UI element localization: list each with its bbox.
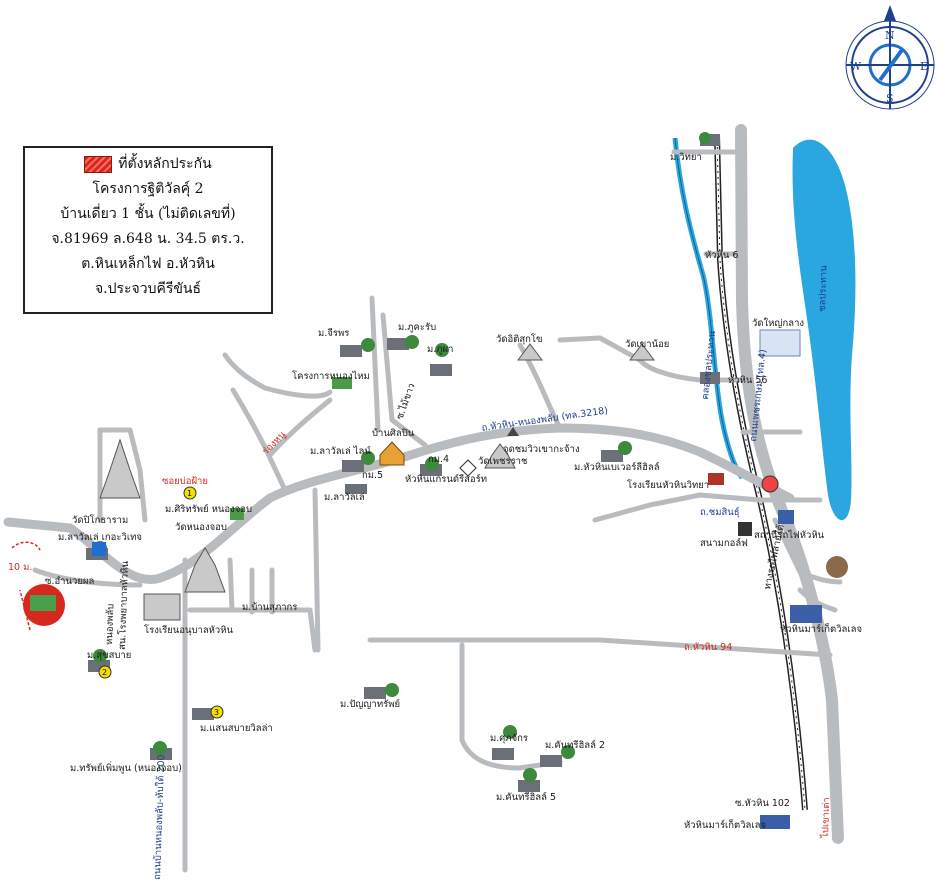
compass-n: N [885, 29, 895, 42]
hua-hin-94-label: ถ.หัวหิน 94 [684, 642, 732, 653]
badge-1: 1 [187, 489, 192, 498]
station-label: สถานีรถไฟหัวหิน [754, 529, 825, 541]
legend-box: ที่ตั้งหลักประกัน โครงการฐิติวัลคุ์ 2 บ้… [23, 146, 273, 314]
target-property-marker [11, 541, 65, 631]
m-mbjaroen-label: ม.ศุภจักร [490, 733, 528, 744]
road-3218 [3, 423, 795, 585]
nong-plap-label: หนองพลับ [104, 604, 116, 646]
hua-hin6-label: หัวหิน 6 [705, 250, 738, 261]
wat-khao-noi-label: วัดเขาน้อย [625, 339, 669, 350]
hua-hin56-label: หัวหิน 56 [728, 375, 767, 386]
compass-e: E [920, 60, 928, 73]
m-siripat-label: ม.ศิริทรัพย์ หนองจอบ [165, 503, 252, 515]
m-lakale-ylai-label: ม.ลาวัลเล่ ไลน์ [310, 445, 371, 457]
ten-m-label: 10 ม. [8, 562, 32, 573]
nong-phai-road-label: ถนนบ้านหนองพลับ-ทับใต้ 200 [151, 754, 167, 880]
km5-label: กม.5 [362, 470, 383, 481]
petch-ratch-label: จุดชมวิวเขากะจ้าง [503, 444, 580, 455]
temple-icons [99, 343, 655, 593]
legend-line-project: โครงการฐิติวัลคุ์ 2 [92, 181, 204, 197]
legend-line-province: จ.ประจวบคีรีขันธ์ [94, 281, 202, 297]
m-lakale-label: ม.ลาวัลเล่ [324, 492, 365, 503]
khrongkan-nong-label: โครงการหนองไหม [292, 370, 370, 382]
wat-nong-chop-label: วัดหนองจอบ [175, 522, 227, 533]
phlabphla-label: สน.โรงพยาบาลหัวหิน [116, 560, 131, 650]
legend-line-deed: จ.81969 ล.648 น. 34.5 ตร.ว. [51, 231, 245, 247]
m-ban-kaew-label: ม.บ้านสุภากร [242, 602, 297, 613]
school-hh-label: โรงเรียนหัวหินวิทยา [627, 479, 709, 491]
wat-ittisukko-label: วัดอิติสุกโข [496, 333, 543, 345]
legend-line-district: ต.หินเหล็กไฟ อ.หัวหิน [81, 256, 215, 272]
chomsin-label: ถ.ชมสินธุ์ [700, 506, 740, 518]
dam-label: ชลประทาน [817, 265, 830, 312]
khao-tao-label: ไปเขาเต่า [819, 797, 832, 839]
soi-102-label: ซ.หัวหิน 102 [735, 798, 790, 809]
soi-amnuayphon-label: ซ.อำนวยผล [45, 576, 94, 587]
wat-nong-kae-label: วัดปิโกธาราม [72, 514, 128, 526]
compass-s: S [886, 92, 894, 105]
badge-3: 3 [214, 708, 219, 717]
legend-swatch [84, 156, 113, 173]
m-sukhsabai-label: ม.สุขสบาย [87, 650, 131, 661]
m-saensabai-label: ม.แสนสบายวิลล่า [200, 723, 273, 734]
m-lakale-grand-label: ม.ลาวัลเล่ เกอะวิเทจ [58, 532, 142, 543]
m-chiraphon-label: ม.จีรพร [318, 327, 349, 339]
wat-klang-label: วัดใหญ่กลาง [752, 317, 804, 329]
m-huahin-resort-label: ม.หัวหินเบเวอร์ลีฮิลล์ [574, 461, 660, 473]
m-ponsap-label: ม.ปัญญาทรัพย์ [340, 698, 400, 710]
soi-mai-kao-label: ซ.ไม้ขาว [394, 382, 418, 422]
legend-key: ที่ตั้งหลักประกัน [25, 152, 271, 177]
wat-phet-label: วัดเพชรราช [478, 456, 528, 467]
m-phuktsa-label: ม.ภูคะรับ [398, 322, 436, 333]
school-nong-label: โรงเรียนอนุบาลหัวหิน [144, 624, 233, 636]
huahin-market-village-label: หัวหินมาร์เก็ตวิลเลจ [780, 622, 862, 635]
m-sap-phoemphun-label: ม.ทรัพย์เพิ่มพูน (หนองจอบ) [70, 761, 182, 774]
m-khunasri5-label: ม.คันทรีฮิลล์ 5 [496, 791, 556, 803]
legend-line-house: บ้านเดี่ยว 1 ชั้น (ไม่ติดเลขที่) [60, 206, 236, 222]
compass-w: W [850, 60, 862, 73]
m-phuka-label: ม.ภูผา [427, 344, 453, 355]
ban-silapin-label: บ้านศิลปิน [372, 428, 415, 439]
badge-2: 2 [102, 668, 107, 677]
km4-label: กม.4 [428, 454, 449, 465]
reservoir [792, 139, 856, 521]
village-icons [86, 132, 822, 829]
number-badges: 1 2 3 [98, 486, 224, 719]
railway [714, 134, 808, 811]
m-witthaya-label: ม.วิทยา [670, 152, 702, 163]
huahin-market-label: หัวหินมาร์เก็ตวิลเลจ [684, 818, 766, 831]
golf-label: สนามกอล์ฟ [700, 537, 748, 549]
huahin-resort-label: หัวหินแกรนด์รีสอร์ท [405, 473, 487, 485]
compass-rose: N S E W [845, 5, 935, 110]
m-khunasri2-label: ม.คันทรีฮิลล์ 2 [545, 739, 605, 751]
landmark-icons [92, 427, 848, 621]
nong-khao-soi-label: ซอยบ่อฝ้าย [162, 476, 208, 487]
legend-key-label: ที่ตั้งหลักประกัน [118, 156, 212, 172]
